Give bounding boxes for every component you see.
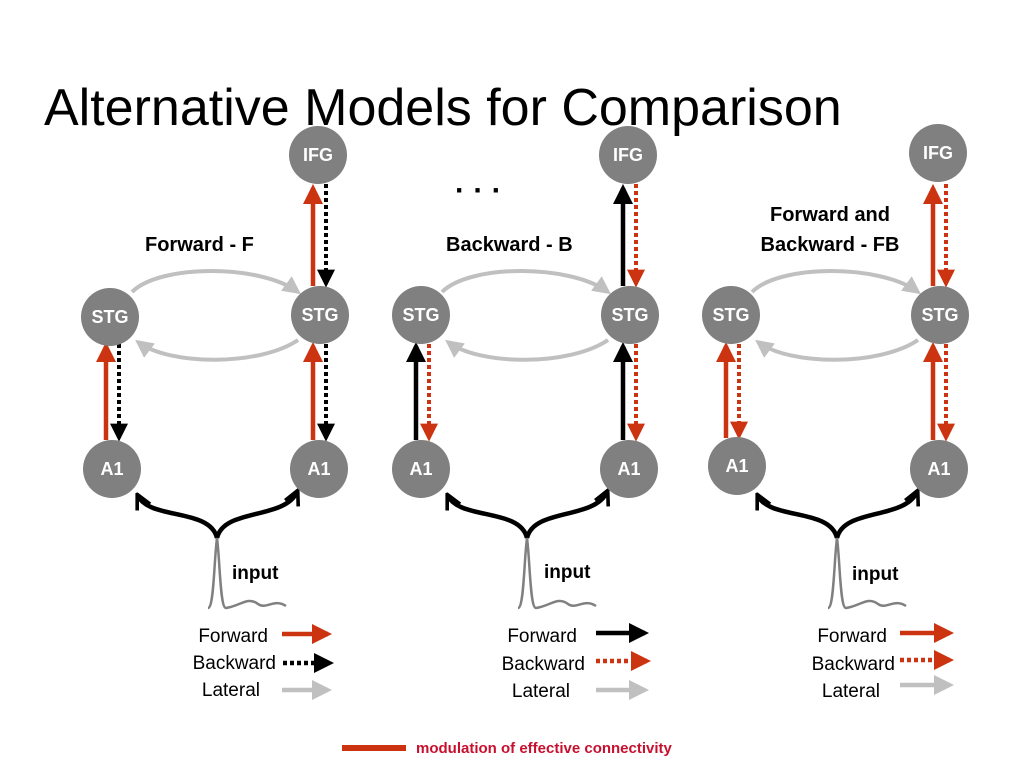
- lateral-connection-lower: [445, 338, 610, 362]
- node-label-a1: A1: [100, 459, 123, 479]
- node-label-stg: STG: [921, 305, 958, 325]
- input-label: input: [852, 564, 899, 585]
- input-branch-right: [834, 492, 917, 539]
- legend-backward-label: Backward: [193, 653, 276, 674]
- lateral-connection-upper: [750, 269, 921, 295]
- node-label-a1: A1: [409, 459, 432, 479]
- node-a1-left: [708, 437, 766, 495]
- lateral-connection-lower: [755, 338, 920, 362]
- node-ifg: [289, 126, 347, 184]
- node-stg-left: [392, 286, 450, 344]
- legend-backward-label: Backward: [502, 654, 585, 675]
- model-forward: Forward - F input IFG STG STG A1 A1 Forw…: [81, 126, 349, 701]
- node-label-stg: STG: [712, 305, 749, 325]
- node-a1-right: [910, 440, 968, 498]
- legend-lateral-label: Lateral: [202, 680, 260, 701]
- input-label: input: [544, 562, 591, 583]
- node-label-a1: A1: [927, 459, 950, 479]
- input-branch-right: [524, 492, 607, 539]
- node-label-a1: A1: [725, 456, 748, 476]
- node-stg-right: [291, 286, 349, 344]
- model-label-backward: Backward - B: [446, 234, 573, 256]
- node-a1-left: [392, 440, 450, 498]
- input-branch-left: [448, 496, 530, 539]
- node-stg-left: [702, 286, 760, 344]
- input-label: input: [232, 563, 279, 584]
- node-stg-right: [911, 286, 969, 344]
- lateral-connection-lower: [135, 338, 300, 362]
- node-stg-left: [81, 288, 139, 346]
- legend-forward-label: Forward: [198, 626, 268, 647]
- node-a1-right: [600, 440, 658, 498]
- lateral-connection-upper: [130, 269, 301, 295]
- node-label-ifg: IFG: [923, 143, 953, 163]
- lateral-connection-upper: [440, 269, 611, 295]
- input-branch-right: [214, 492, 297, 539]
- modulation-key-label: modulation of effective connectivity: [416, 740, 673, 757]
- ellipsis: · · ·: [455, 174, 502, 207]
- node-ifg: [599, 126, 657, 184]
- legend-lateral-label: Lateral: [822, 681, 880, 702]
- model-backward: · · · Backward - B input IFG STG STG A1 …: [392, 126, 659, 702]
- node-label-ifg: IFG: [613, 145, 643, 165]
- node-label-a1: A1: [307, 459, 330, 479]
- node-a1-left: [83, 440, 141, 498]
- node-label-a1: A1: [617, 459, 640, 479]
- input-signal: [516, 537, 597, 610]
- legend-forward-label: Forward: [507, 626, 577, 647]
- input-branch-left: [758, 496, 840, 539]
- model-forward-backward: Forward and Backward - FB input IFG STG …: [702, 124, 969, 702]
- node-stg-right: [601, 286, 659, 344]
- node-ifg: [909, 124, 967, 182]
- legend-forward-label: Forward: [817, 626, 887, 647]
- legend-lateral-label: Lateral: [512, 681, 570, 702]
- node-label-stg: STG: [301, 305, 338, 325]
- node-label-stg: STG: [611, 305, 648, 325]
- node-label-ifg: IFG: [303, 145, 333, 165]
- node-a1-right: [290, 440, 348, 498]
- model-label-fb-line1: Forward and: [770, 204, 890, 226]
- node-label-stg: STG: [91, 307, 128, 327]
- input-signal: [206, 537, 287, 610]
- model-label-fb-line2: Backward - FB: [761, 234, 900, 256]
- input-branch-left: [138, 496, 220, 539]
- slide-title: Alternative Models for Comparison: [44, 79, 842, 137]
- model-label-forward: Forward - F: [145, 234, 254, 256]
- legend-backward-label: Backward: [812, 654, 895, 675]
- node-label-stg: STG: [402, 305, 439, 325]
- input-signal: [826, 537, 907, 610]
